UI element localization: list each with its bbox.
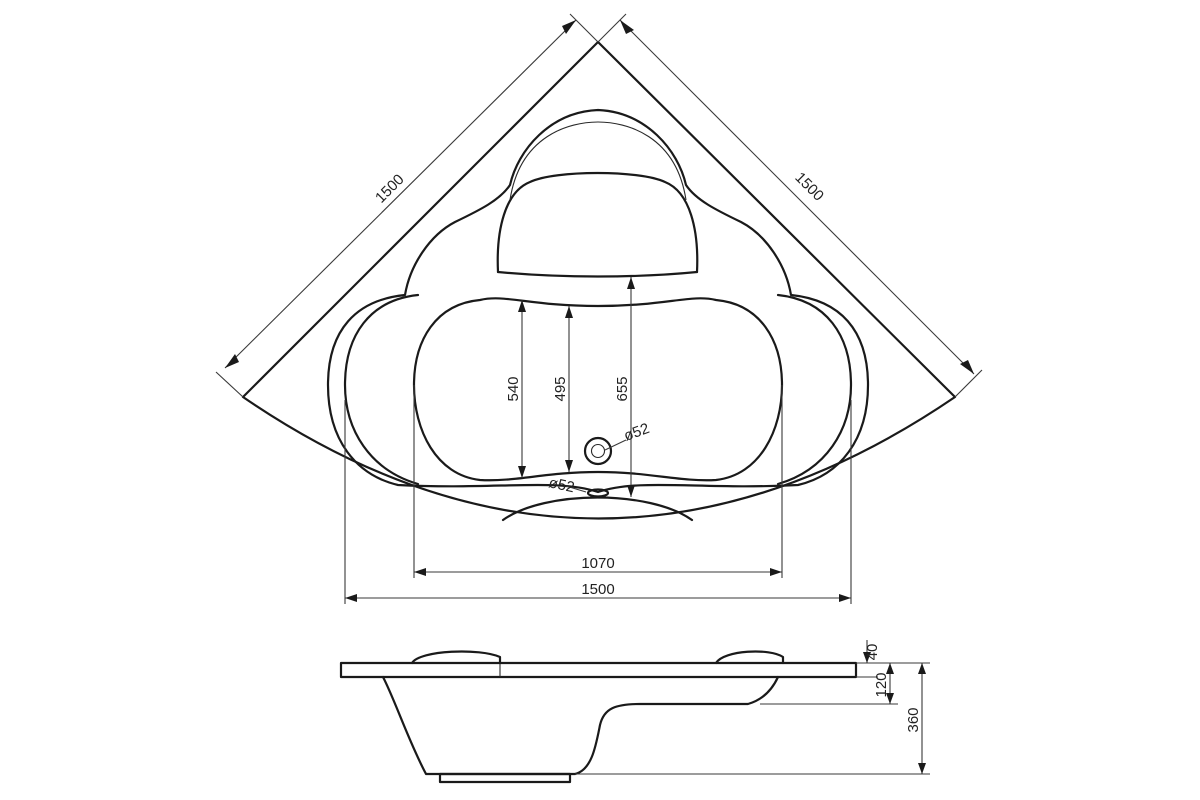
tub-outer-outline	[241, 40, 957, 520]
inner-width-label: 1070	[581, 555, 614, 572]
overflow-diameter-label: ø52	[547, 474, 576, 496]
dimension-side-a: 1500	[215, 13, 599, 398]
drain-outer	[583, 436, 613, 466]
depth-360-label: 360	[905, 707, 922, 732]
side-headrest-right	[714, 650, 785, 665]
rim-inner-contour	[326, 108, 870, 494]
right-seat	[776, 293, 853, 486]
headrest-outline	[496, 171, 699, 274]
dimension-depth-495: 495	[552, 306, 573, 472]
left-seat	[343, 293, 420, 486]
headrest-base	[496, 270, 699, 278]
drain-diameter-label: ø52	[622, 420, 652, 445]
seat-120-label: 120	[873, 672, 890, 697]
dimension-depth-540: 540	[505, 300, 526, 478]
dimension-seat-120: 120	[760, 662, 898, 705]
side-b-label: 1500	[791, 169, 827, 205]
overall-width-label: 1500	[581, 581, 614, 598]
dimension-depth-655: 655	[614, 277, 635, 497]
depth-655-label: 655	[614, 376, 631, 401]
dimension-side-b: 1500	[597, 13, 983, 398]
drain-inner	[590, 443, 606, 459]
depth-540-label: 540	[505, 376, 522, 401]
overflow-callout: ø52	[547, 474, 587, 496]
dimension-depth-360: 360	[575, 662, 930, 775]
drain-callout: ø52	[604, 420, 652, 451]
basin-outline	[412, 297, 784, 482]
rim-top	[339, 661, 858, 679]
side-headrest-left	[410, 650, 502, 665]
depth-495-label: 495	[552, 376, 569, 401]
dimension-rim-40: 40	[856, 640, 881, 678]
headrest-inner	[509, 121, 687, 201]
side-body-outline	[381, 675, 780, 776]
top-view	[241, 40, 957, 522]
rim-40-label: 40	[864, 644, 881, 661]
side-base-foot	[438, 772, 572, 784]
side-view	[339, 650, 858, 784]
dimension-inner-width: 1070	[413, 385, 783, 578]
side-a-label: 1500	[372, 171, 408, 207]
overflow-hole	[586, 488, 610, 498]
dimension-overall-width: 1500	[344, 400, 852, 604]
front-footrest-curve	[501, 496, 694, 522]
